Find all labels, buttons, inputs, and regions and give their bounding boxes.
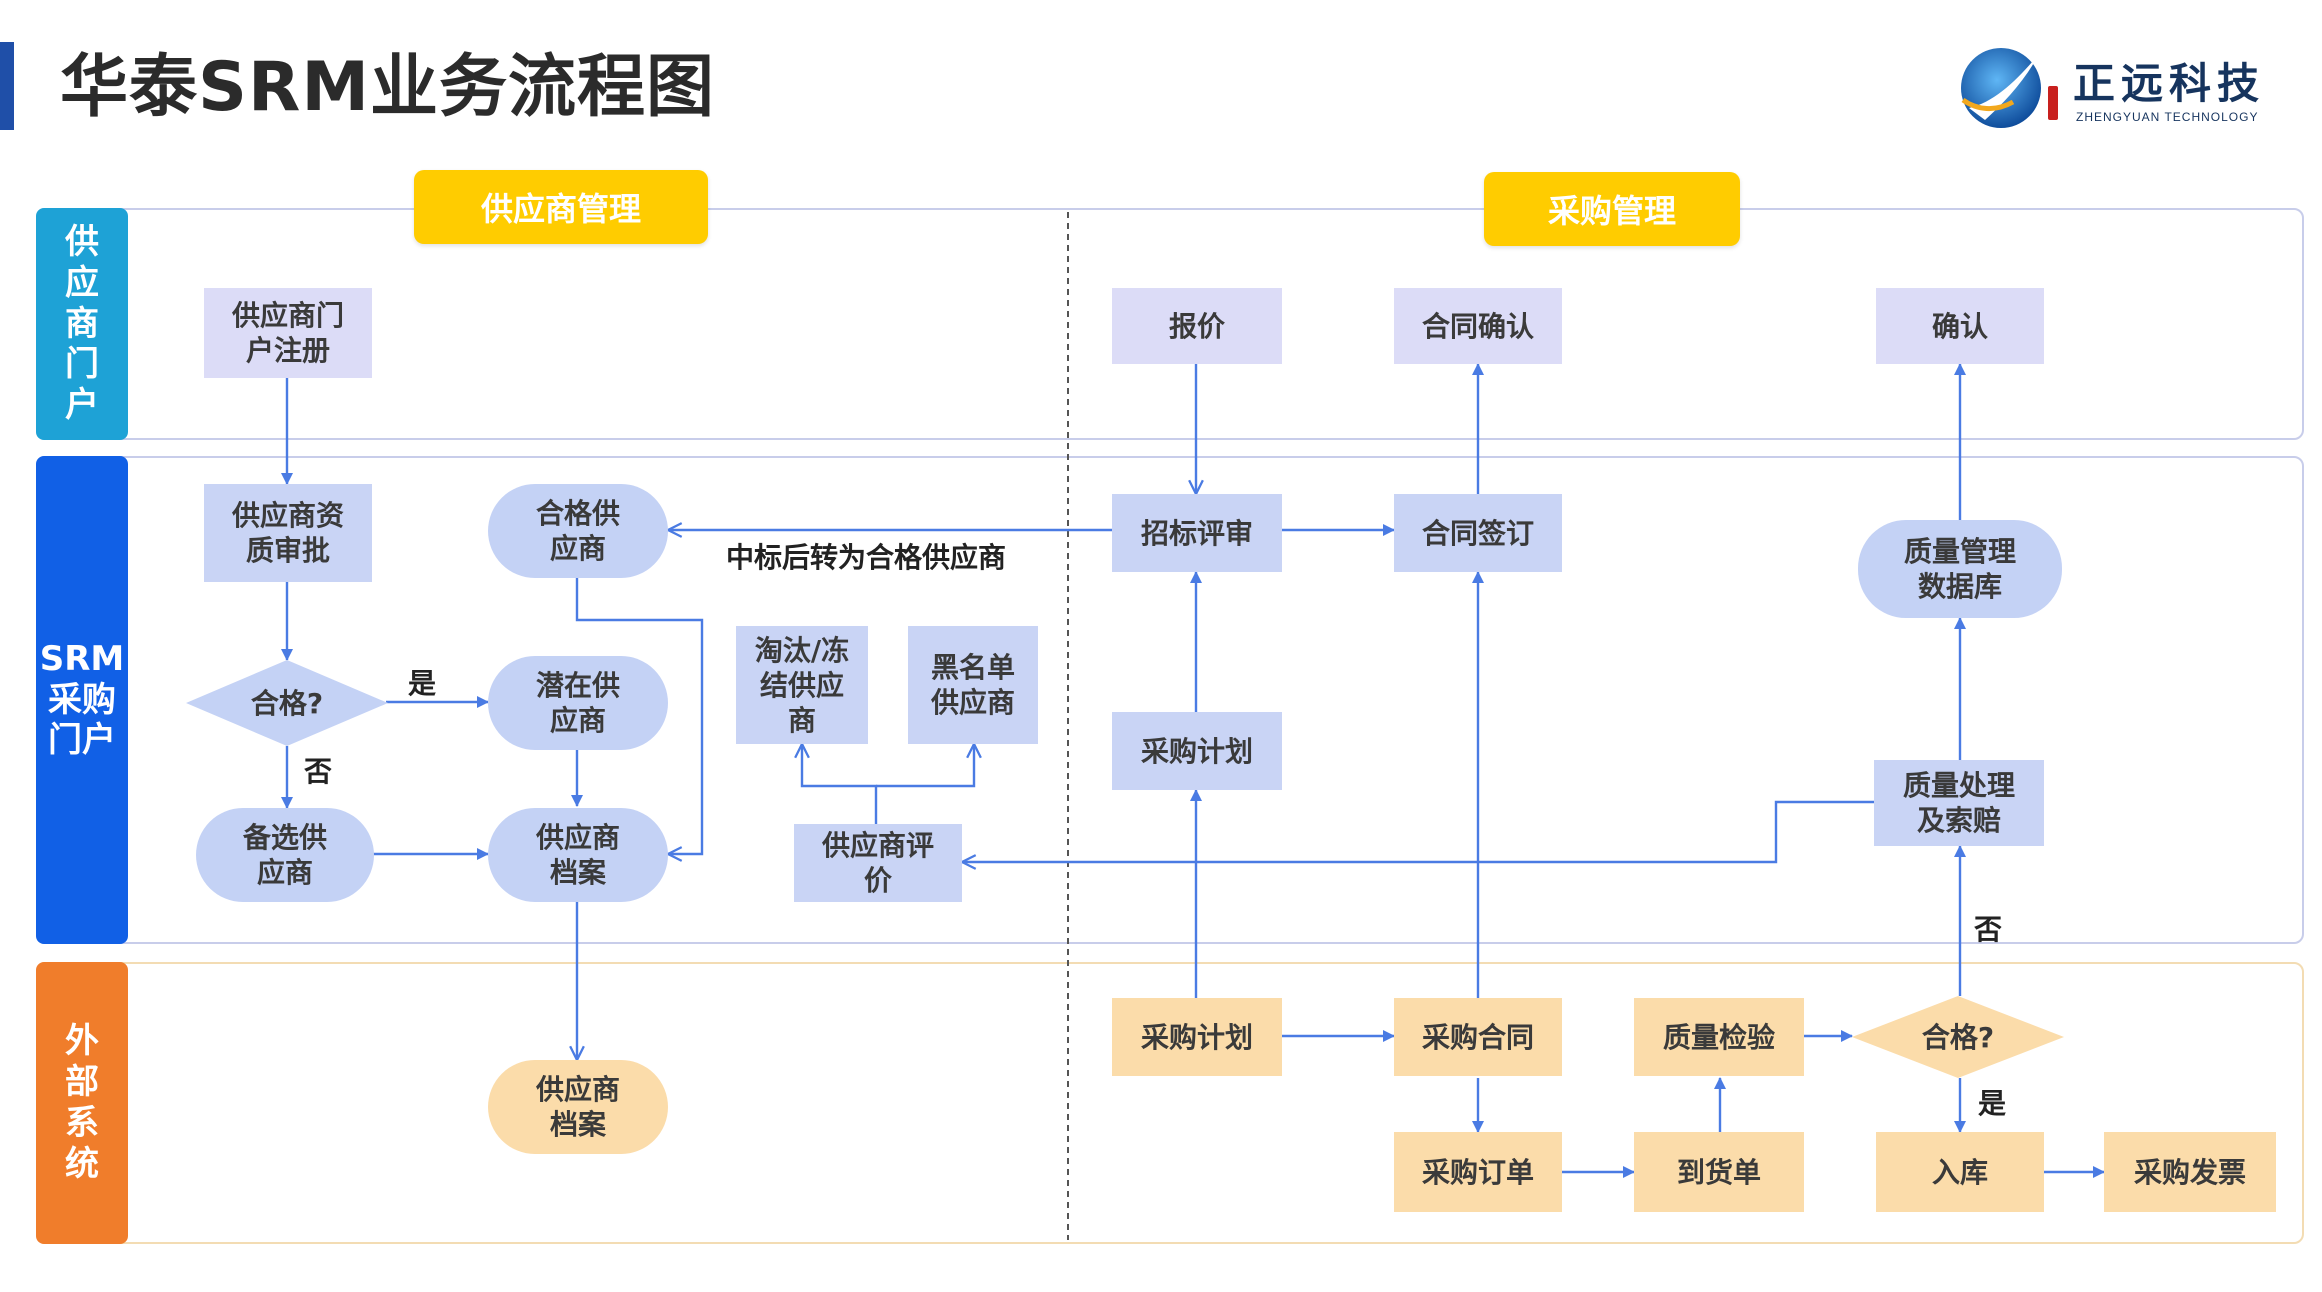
edge-qualified-to-archive [575, 578, 704, 854]
node-supplier-evaluation[interactable]: 供应商评价 [794, 824, 962, 902]
edge-evaluation-to-eliminated [802, 744, 878, 824]
edge-label-bid-to-qualified: 中标后转为合格供应商 [726, 541, 1007, 574]
node-backup-supplier[interactable]: 备选供应商 [196, 808, 374, 902]
node-qualified-check-srm[interactable]: 合格? [186, 660, 388, 746]
edge-label-yes-ext: 是 [1978, 1087, 2007, 1120]
node-eliminated-supplier[interactable]: 淘汰/冻结供应商 [736, 626, 868, 744]
diamond-shape [1852, 996, 2064, 1078]
node-bid-evaluation[interactable]: 招标评审 [1112, 494, 1282, 572]
edge-claim-to-evaluation [962, 800, 1874, 862]
node-supplier-register[interactable]: 供应商门户注册 [204, 288, 372, 378]
logo-emblem-icon [1961, 48, 2041, 128]
edge-label-no-ext: 否 [1974, 913, 2003, 946]
node-confirm[interactable]: 确认 [1876, 288, 2044, 364]
node-purchase-plan-srm[interactable]: 采购计划 [1112, 712, 1282, 790]
node-supplier-archive-srm[interactable]: 供应商档案 [488, 808, 668, 902]
node-purchase-order[interactable]: 采购订单 [1394, 1132, 1562, 1212]
company-logo [1955, 40, 2295, 140]
node-purchase-invoice[interactable]: 采购发票 [2104, 1132, 2276, 1212]
node-purchase-contract[interactable]: 采购合同 [1394, 998, 1562, 1076]
node-arrival-note[interactable]: 到货单 [1634, 1132, 1804, 1212]
section-tag-supplier-management: 供应商管理 [414, 170, 708, 244]
node-quote[interactable]: 报价 [1112, 288, 1282, 364]
node-quality-inspection[interactable]: 质量检验 [1634, 998, 1804, 1076]
node-quality-claim[interactable]: 质量处理及索赔 [1874, 760, 2044, 846]
node-qualified-supplier[interactable]: 合格供应商 [488, 484, 668, 578]
node-quality-database[interactable]: 质量管理数据库 [1858, 520, 2062, 618]
node-qualification-review[interactable]: 供应商资质审批 [204, 484, 372, 582]
node-purchase-plan-ext[interactable]: 采购计划 [1112, 998, 1282, 1076]
edge-label-yes-srm: 是 [408, 667, 437, 700]
node-potential-supplier[interactable]: 潜在供应商 [488, 656, 668, 750]
node-contract-sign[interactable]: 合同签订 [1394, 494, 1562, 572]
lane-label-portal: 供应商门户 [36, 208, 128, 440]
edge-label-no-srm: 否 [304, 755, 333, 788]
title-accent-bar [0, 42, 14, 130]
page-title: 华泰SRM业务流程图 [60, 48, 716, 127]
node-supplier-archive-ext[interactable]: 供应商档案 [488, 1060, 668, 1154]
logo-subtitle: ZHENGYUAN TECHNOLOGY [2076, 110, 2259, 124]
node-warehouse-in[interactable]: 入库 [1876, 1132, 2044, 1212]
node-blacklist-supplier[interactable]: 黑名单供应商 [908, 626, 1038, 744]
lane-label-external: 外部系统 [36, 962, 128, 1244]
edge-evaluation-to-blacklist [876, 744, 974, 788]
section-tag-purchase-management: 采购管理 [1484, 172, 1740, 246]
node-qualified-check-ext[interactable]: 合格? [1852, 996, 2064, 1078]
diamond-shape [186, 660, 388, 746]
node-contract-confirm[interactable]: 合同确认 [1394, 288, 1562, 364]
logo-company-name: 正远科技 [2073, 59, 2266, 108]
lane-label-srm: SRM采购门户 [36, 456, 128, 944]
logo-seal-icon [2048, 86, 2058, 120]
